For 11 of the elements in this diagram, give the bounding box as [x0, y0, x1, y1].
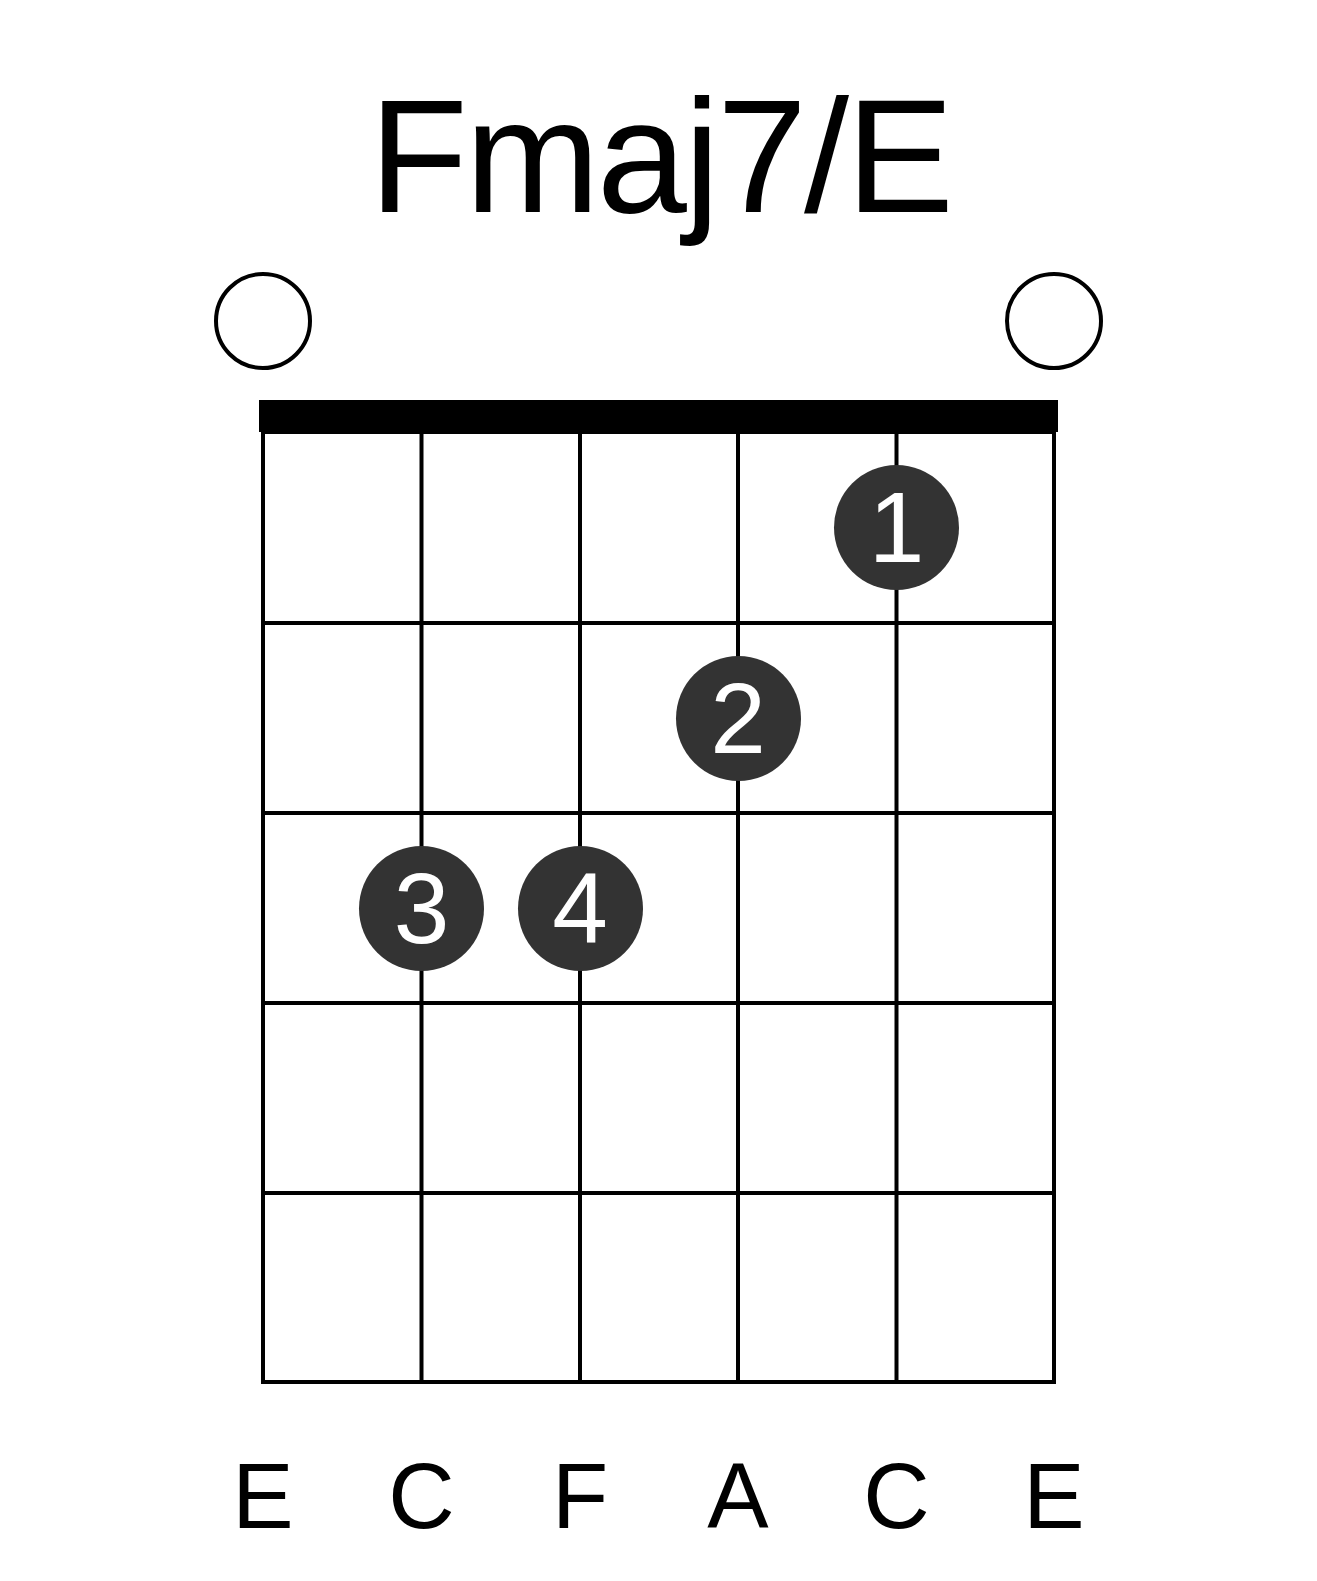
string-note-label: C	[388, 1450, 455, 1542]
string-note-label: E	[232, 1450, 294, 1542]
string-note-label: F	[551, 1450, 609, 1542]
finger-number: 2	[710, 668, 766, 768]
string-note-label: C	[863, 1450, 930, 1542]
chord-title: Fmaj7/E	[367, 64, 953, 248]
finger-number: 4	[552, 858, 608, 958]
finger-number: 3	[393, 858, 450, 958]
string-note-label: E	[1023, 1450, 1085, 1542]
finger-number: 1	[868, 477, 925, 577]
string-note-label: A	[707, 1450, 769, 1542]
